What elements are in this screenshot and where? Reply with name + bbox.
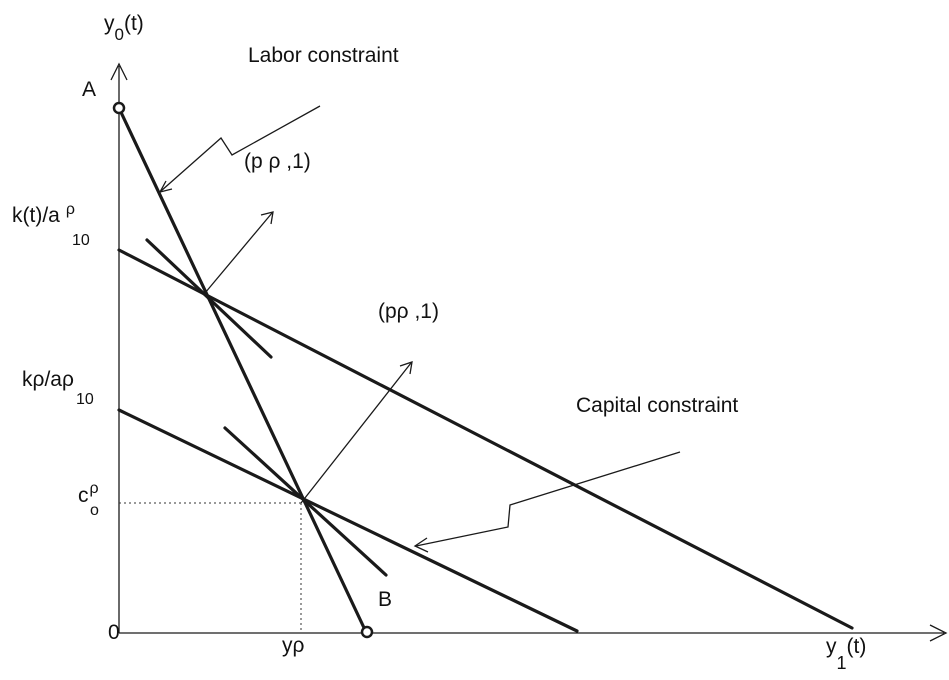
- capital-constraint-lower-line: [117, 408, 579, 633]
- y-rho-label: yρ: [282, 634, 305, 657]
- labor-constraint-pointer: [160, 105, 321, 192]
- point-a-marker: [112, 101, 126, 115]
- capital-constraint-upper-line: [117, 248, 854, 630]
- price-vector-lower-arrowhead: [399, 361, 413, 375]
- k-rho-over-a-rho-label: kρ/aρ: [22, 368, 74, 391]
- price-vector-lower-label: (pρ ,1): [378, 300, 439, 323]
- y-axis-arrowhead: [110, 62, 128, 81]
- price-vector-upper-label: (p ρ ,1): [244, 150, 311, 173]
- price-vector-upper-arrowhead: [260, 211, 274, 225]
- k-rho-over-a-rho-subscript: 10: [76, 391, 94, 408]
- capital-constraint-pointer: [415, 451, 681, 547]
- tangent-segment-upper: [145, 238, 273, 359]
- k-over-a-subscript: 10: [72, 232, 90, 249]
- x-axis-arrowhead: [929, 624, 948, 642]
- c-rho-label: cρ: [78, 480, 99, 507]
- tangent-segment-lower: [223, 426, 388, 577]
- point-a-label: A: [82, 78, 96, 101]
- labor-constraint-pointer-arrowhead: [158, 180, 173, 193]
- price-vector-upper-arrow: [204, 212, 273, 294]
- point-b-marker: [360, 625, 374, 639]
- x-axis-title: y1(t): [826, 635, 866, 673]
- price-vector-lower-arrow: [300, 362, 412, 504]
- labor-constraint-label: Labor constraint: [248, 44, 399, 67]
- capital-constraint-pointer-arrowhead: [413, 537, 429, 553]
- y-axis-title: y0(t): [104, 12, 144, 44]
- c-rho-subscript: o: [90, 502, 99, 519]
- origin-label: 0: [108, 621, 120, 644]
- labor-constraint-line: [117, 106, 368, 634]
- point-b-label: B: [378, 588, 392, 611]
- capital-constraint-label: Capital constraint: [576, 394, 738, 417]
